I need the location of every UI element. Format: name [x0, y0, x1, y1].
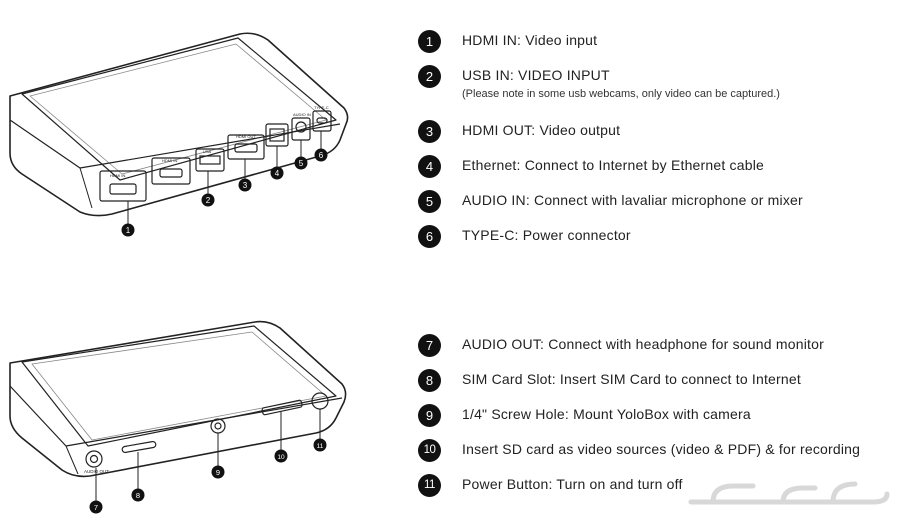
hdmi-in-port-1	[99, 170, 147, 202]
legend-label: Ethernet: Connect to Internet by Etherne…	[462, 157, 765, 173]
callout-7: 7	[94, 503, 98, 512]
callout-6: 6	[319, 151, 324, 160]
port-label-type-c: TYPE-C	[314, 105, 329, 110]
legend-label: HDMI IN: Video input	[462, 32, 598, 48]
legend-label: HDMI OUT: Video output	[462, 122, 621, 138]
legend-note: (Please note in some usb webcams, only v…	[462, 88, 780, 100]
legend-number: 3	[418, 120, 441, 143]
legend-number: 1	[418, 30, 441, 53]
watermark-logo	[683, 474, 893, 514]
legend-ports-7-11: 7 AUDIO OUT: Connect with headphone for …	[418, 334, 888, 509]
callout-3: 3	[243, 181, 248, 190]
legend-item-4: 4 Ethernet: Connect to Internet by Ether…	[418, 155, 888, 190]
legend-number: 4	[418, 155, 441, 178]
callout-2: 2	[206, 196, 211, 205]
legend-item-7: 7 AUDIO OUT: Connect with headphone for …	[418, 334, 888, 369]
port-label-audio-out: AUDIO OUT	[84, 469, 109, 474]
device-shell	[9, 32, 349, 217]
port-label-hdmi-in-1: HDMI IN	[110, 173, 125, 178]
callout-8: 8	[136, 491, 140, 500]
legend-number: 10	[418, 439, 441, 462]
legend-item-9: 9 1/4" Screw Hole: Mount YoloBox with ca…	[418, 404, 888, 439]
type-c-port	[312, 110, 332, 132]
device-bottom-illustration: AUDIO OUT 7 8 9 10 11	[9, 320, 347, 514]
legend-item-1: 1 HDMI IN: Video input	[418, 30, 888, 65]
legend-item-11: 11 Power Button: Turn on and turn off	[418, 474, 888, 509]
device-top-illustration: HDMI IN HDMI IN USB HDMI OUT AUDIO IN TY…	[9, 32, 349, 237]
device-shell	[9, 320, 347, 478]
callout-4: 4	[275, 169, 280, 178]
device-ports-diagram-top: HDMI IN HDMI IN USB HDMI OUT AUDIO IN TY…	[0, 28, 400, 243]
device-screen	[21, 37, 337, 181]
device-ports-diagram-bottom: AUDIO OUT 7 8 9 10 11	[0, 318, 400, 523]
legend-item-10: 10 Insert SD card as video sources (vide…	[418, 439, 888, 474]
legend-item-2: 2 USB IN: VIDEO INPUT (Please note in so…	[418, 65, 888, 120]
sd-card-slot	[261, 399, 303, 416]
legend-item-8: 8 SIM Card Slot: Insert SIM Card to conn…	[418, 369, 888, 404]
port-label-hdmi-out: HDMI OUT	[236, 134, 256, 139]
hdmi-out-port	[227, 134, 265, 160]
legend-number: 7	[418, 334, 441, 357]
screw-hole	[210, 418, 226, 434]
legend-item-6: 6 TYPE-C: Power connector	[418, 225, 888, 260]
port-label-audio-in: AUDIO IN	[293, 112, 311, 117]
legend-label: 1/4" Screw Hole: Mount YoloBox with came…	[462, 406, 751, 422]
legend-item-5: 5 AUDIO IN: Connect with lavaliar microp…	[418, 190, 888, 225]
legend-label: USB IN: VIDEO INPUT	[462, 67, 610, 83]
legend-number: 6	[418, 225, 441, 248]
legend-item-3: 3 HDMI OUT: Video output	[418, 120, 888, 155]
callout-5: 5	[299, 159, 304, 168]
legend-label: AUDIO OUT: Connect with headphone for so…	[462, 336, 824, 352]
callout-9: 9	[216, 468, 220, 477]
legend-number: 5	[418, 190, 441, 213]
sim-card-slot	[121, 440, 157, 454]
port-label-usb: USB	[203, 149, 212, 154]
legend-label: Insert SD card as video sources (video &…	[462, 441, 861, 457]
callouts-top	[121, 148, 328, 237]
callout-11: 11	[317, 443, 324, 450]
legend-label: SIM Card Slot: Insert SIM Card to connec…	[462, 371, 801, 387]
audio-out-port	[85, 450, 103, 468]
callout-10: 10	[277, 454, 285, 461]
legend-number: 8	[418, 369, 441, 392]
usb-port	[195, 148, 225, 172]
device-screen	[21, 325, 337, 447]
callout-1: 1	[126, 226, 131, 235]
legend-label: TYPE-C: Power connector	[462, 227, 631, 243]
legend-number: 2	[418, 65, 441, 88]
callouts-bottom	[89, 438, 327, 514]
legend-label: Power Button: Turn on and turn off	[462, 476, 683, 492]
hdmi-in-port-2	[151, 157, 191, 185]
legend-label: AUDIO IN: Connect with lavaliar micropho…	[462, 192, 803, 208]
legend-number: 11	[418, 474, 441, 497]
legend-ports-1-6: 1 HDMI IN: Video input 2 USB IN: VIDEO I…	[418, 30, 888, 260]
port-label-hdmi-in-2: HDMI IN	[162, 158, 177, 163]
legend-number: 9	[418, 404, 441, 427]
